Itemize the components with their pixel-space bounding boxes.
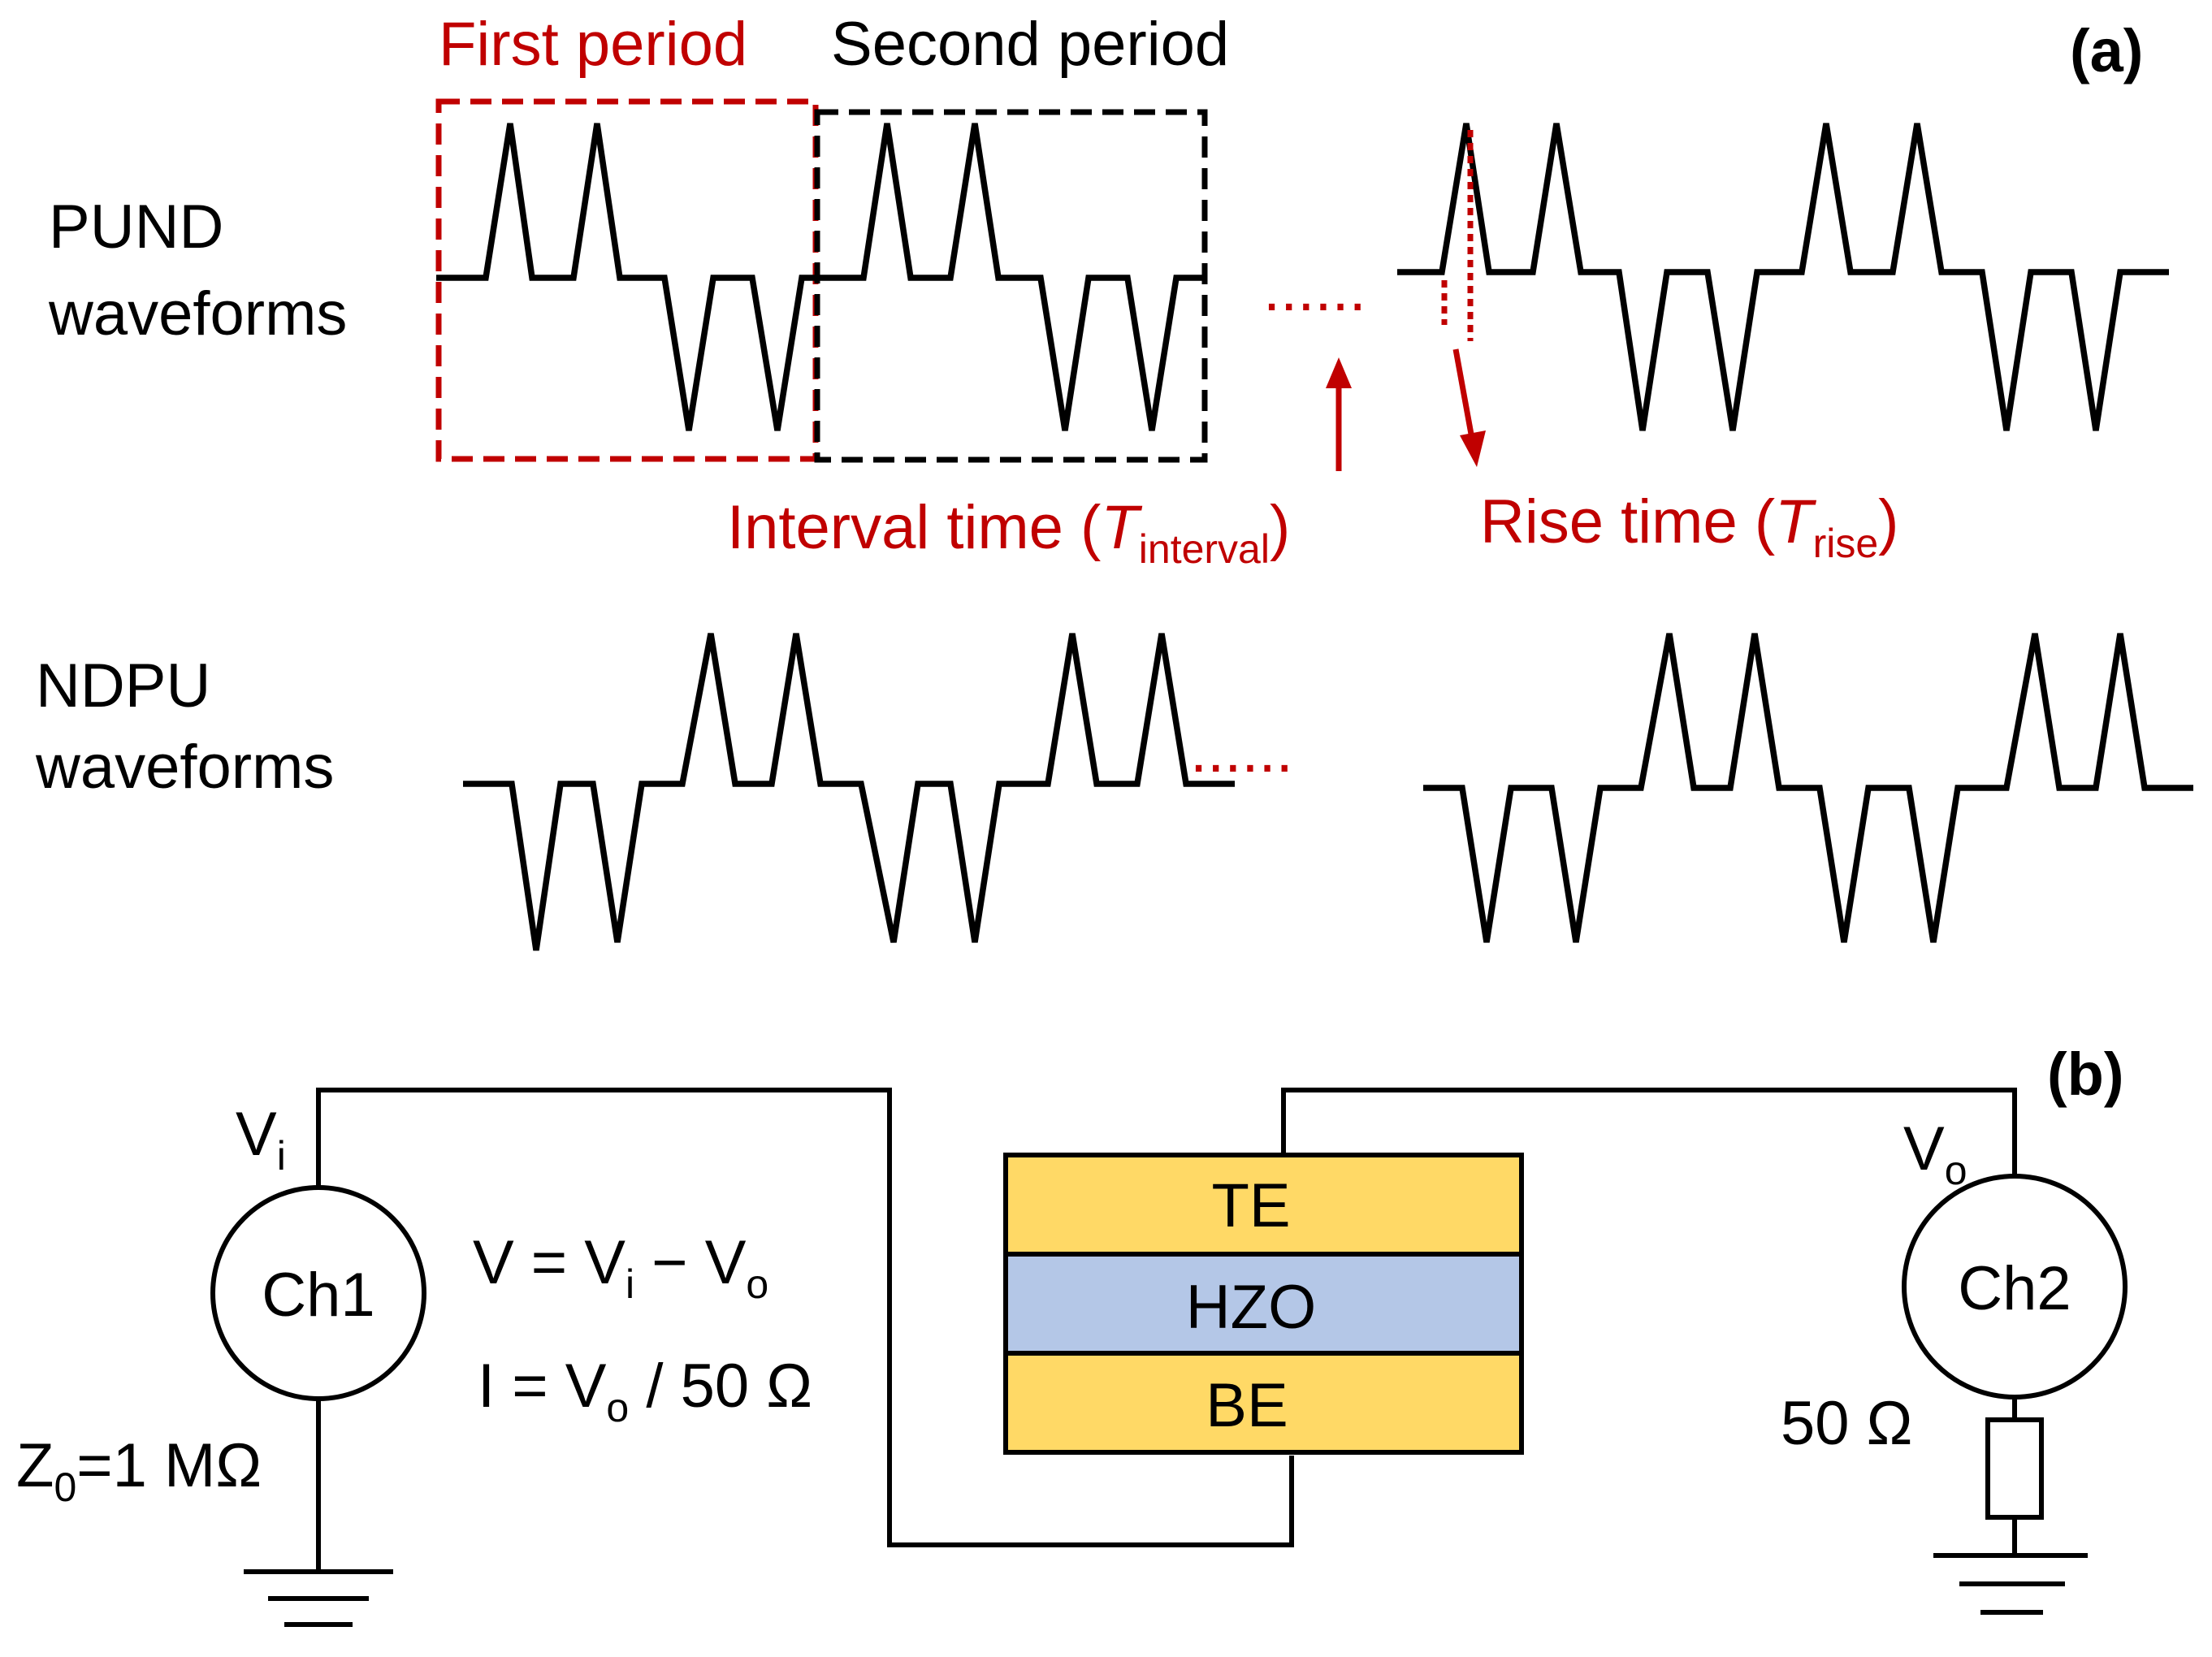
ndpu-label-line2: waveforms	[35, 733, 334, 802]
interval-arrow	[1326, 357, 1352, 471]
panel-b-label: (b)	[2047, 1040, 2124, 1108]
second-period-label: Second period	[831, 10, 1229, 79]
rise-time-label: Rise time (Trise)	[1480, 487, 1898, 566]
circuit-wires	[316, 1088, 2017, 1572]
ndpu-waveform-right	[1423, 633, 2193, 943]
ndpu-label-line1: NDPU	[36, 651, 210, 720]
pund-label-line1: PUND	[49, 193, 223, 262]
ground-symbol-left	[244, 1569, 393, 1627]
interval-time-label: Interval time (Tinterval)	[727, 493, 1290, 572]
resistor-label: 50 Ω	[1781, 1389, 1912, 1458]
ch2-circle	[1902, 1174, 2128, 1400]
bottom-electrode-layer	[1003, 1351, 1524, 1455]
te-label: TE	[1211, 1171, 1290, 1240]
pund-waveform-right	[1397, 123, 2169, 431]
be-label: BE	[1206, 1371, 1288, 1440]
pund-label-line2: waveforms	[48, 279, 347, 348]
ndpu-ellipsis: ......	[1190, 716, 1293, 785]
pund-ellipsis: ......	[1263, 255, 1366, 324]
vi-label: Vi	[236, 1100, 286, 1179]
rise-time-arrow	[1452, 348, 1486, 467]
resistor-50-ohm	[1985, 1417, 2044, 1520]
capacitor-stack: TE HZO BE	[1003, 1153, 1524, 1455]
voltage-equation: V = Vi − Vo	[473, 1228, 768, 1307]
ch1-circle	[210, 1185, 426, 1401]
rise-time-markers	[1441, 130, 1474, 341]
ch1-label: Ch1	[262, 1261, 374, 1330]
ch2-label: Ch2	[1958, 1254, 2071, 1323]
z0-label: Z0=1 MΩ	[16, 1431, 262, 1510]
current-equation: I = Vo / 50 Ω	[478, 1352, 812, 1430]
hzo-layer	[1003, 1252, 1524, 1356]
vo-label: Vo	[1903, 1114, 1967, 1193]
pund-waveform-left	[436, 123, 1206, 431]
hzo-label: HZO	[1186, 1273, 1316, 1342]
ndpu-waveform-left	[463, 633, 1235, 951]
ground-symbol-right	[1933, 1553, 2088, 1615]
first-period-label: First period	[439, 10, 747, 79]
second-period-box	[814, 109, 1208, 463]
panel-a-label: (a)	[2070, 17, 2143, 84]
